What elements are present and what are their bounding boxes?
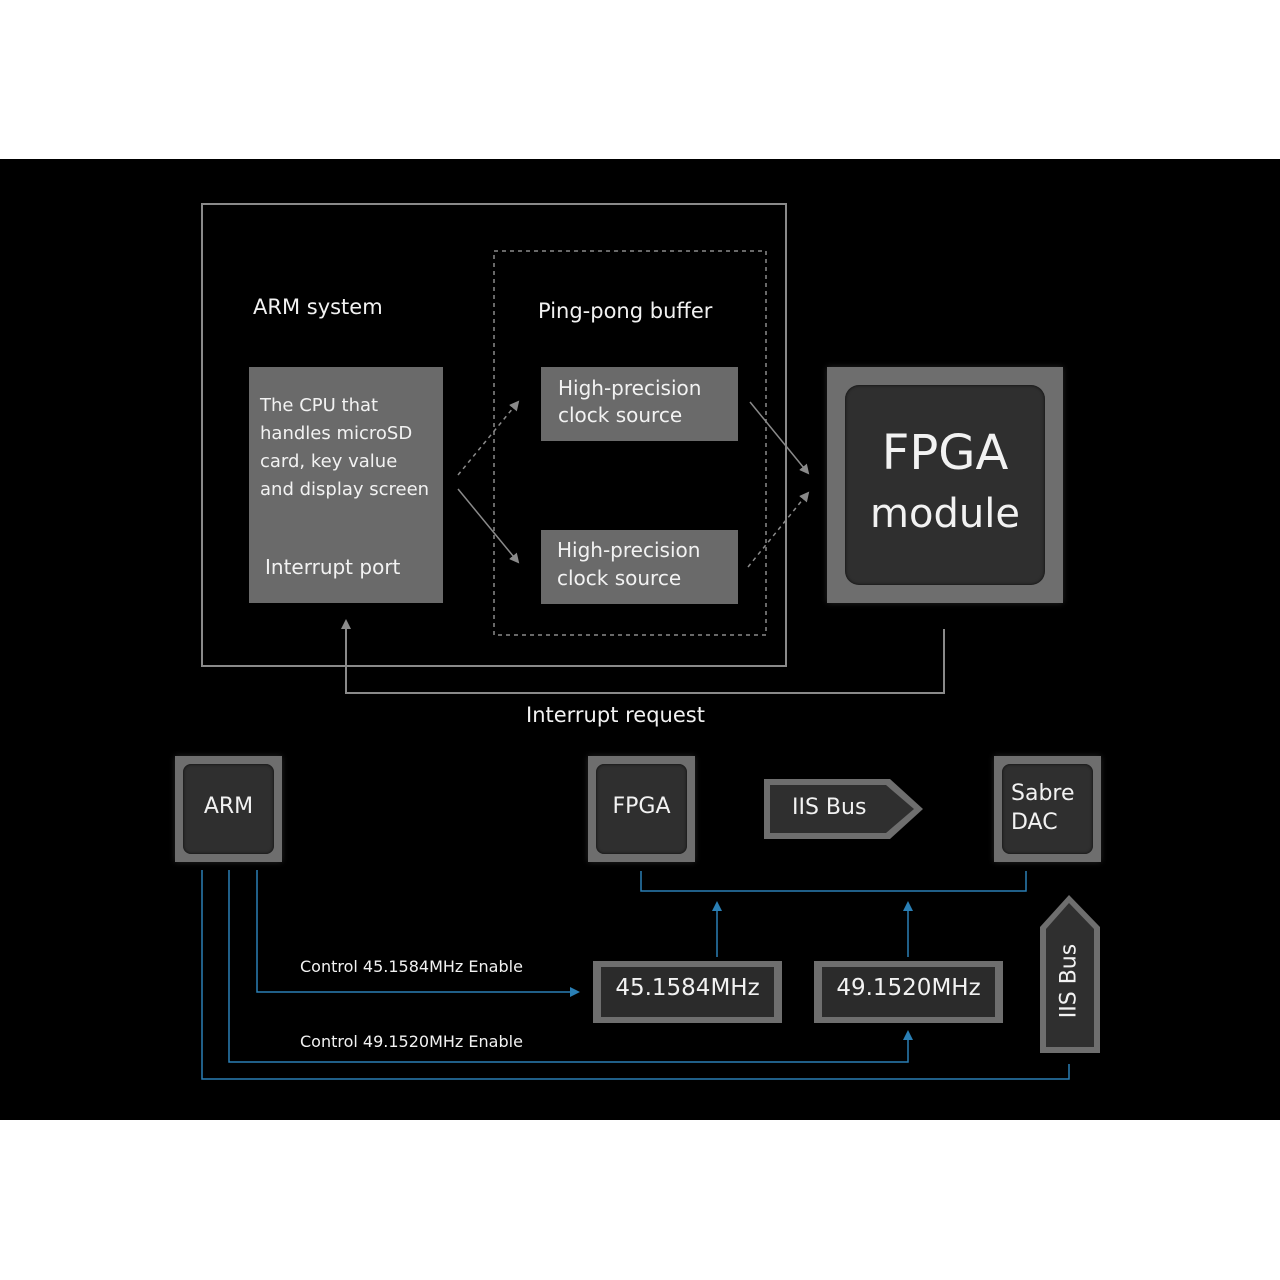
fpga-chip-core — [596, 764, 687, 854]
fpga-module-core — [845, 385, 1045, 585]
arm-chip-core — [183, 764, 274, 854]
oscillator-45-core — [601, 967, 774, 1017]
arrow-cpu-to-clock1 — [457, 400, 520, 476]
fpga-module-title: FPGA — [881, 425, 1009, 481]
pingpong-frame — [493, 250, 767, 636]
fpga-module-subtitle: module — [870, 491, 1020, 537]
sabre-dac-chip-core — [1002, 764, 1093, 854]
clock-source-box-1 — [541, 367, 738, 441]
control-line-49 — [228, 870, 913, 1063]
cpu-description-line-1: The CPU that — [260, 395, 379, 416]
arrow-cpu-to-clock2 — [457, 488, 520, 564]
oscillator-49-label: 49.1520MHz — [836, 975, 981, 1001]
fpga-chip-label: FPGA — [612, 794, 671, 819]
arm-system-label: ARM system — [253, 295, 383, 319]
pingpong-buffer-label: Ping-pong buffer — [538, 299, 713, 323]
interrupt-request-line — [341, 619, 945, 694]
connector-layer — [201, 203, 1100, 1080]
control-45-label: Control 45.1584MHz Enable — [300, 957, 523, 976]
iis-bus-vertical-label: IIS Bus — [1056, 943, 1082, 1019]
control-49-label: Control 49.1520MHz Enable — [300, 1032, 523, 1051]
clock-source-2-line-2: clock source — [557, 566, 682, 590]
control-line-45 — [256, 870, 580, 997]
arm-system-frame — [201, 203, 787, 667]
cpu-box — [249, 367, 443, 603]
control-line-iis — [201, 870, 1070, 1080]
clock-source-box-2 — [541, 530, 738, 604]
arrow-clock2-to-fpga — [747, 491, 810, 568]
arrow-clock1-to-fpga — [749, 401, 810, 475]
cpu-description-line-4: and display screen — [260, 479, 430, 500]
oscillator-45-label: 45.1584MHz — [615, 975, 760, 1001]
sabre-dac-label-line-2: DAC — [1011, 810, 1058, 835]
cpu-description-line-3: card, key value — [260, 451, 398, 472]
clock-bus-line — [640, 871, 1027, 892]
diagram-canvas: ARM system Ping-pong buffer The CPU that… — [0, 159, 1280, 1120]
iis-bus-horizontal-label: IIS Bus — [792, 795, 867, 820]
interrupt-port-label: Interrupt port — [265, 555, 401, 579]
clock-source-1-line-2: clock source — [558, 403, 683, 427]
oscillator-49-core — [822, 967, 995, 1017]
cpu-description-line-2: handles microSD — [260, 423, 413, 444]
interrupt-request-label: Interrupt request — [526, 703, 705, 727]
clock-source-1-line-1: High-precision — [558, 376, 702, 400]
clock-source-2-line-1: High-precision — [557, 538, 701, 562]
sabre-dac-label-line-1: Sabre — [1011, 781, 1075, 806]
arm-chip-label: ARM — [203, 794, 254, 819]
